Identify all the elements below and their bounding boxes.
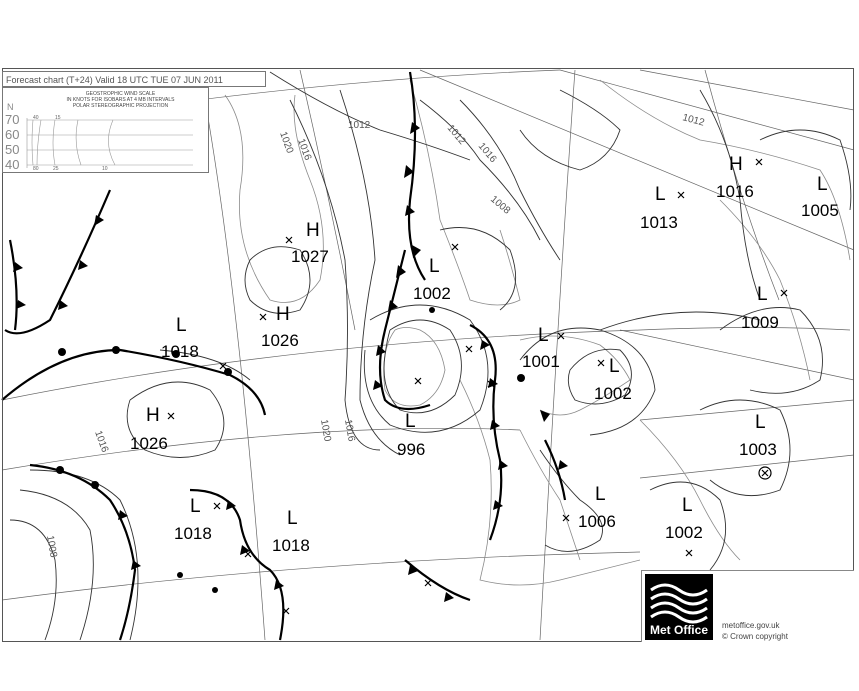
pressure-value: 1018 bbox=[161, 342, 199, 361]
scale-knot-tick: 25 bbox=[53, 166, 59, 172]
credit-copyright: © Crown copyright bbox=[722, 632, 788, 641]
low-pressure-symbol: L bbox=[429, 256, 440, 277]
cold-front bbox=[189, 488, 285, 641]
low-pressure-symbol: L bbox=[682, 495, 693, 516]
pressure-value: 1009 bbox=[741, 313, 779, 332]
isobars bbox=[9, 71, 852, 641]
isobar bbox=[159, 349, 251, 381]
isobar bbox=[9, 519, 57, 641]
pressure-value: 1003 bbox=[739, 440, 777, 459]
pressure-value: 1027 bbox=[291, 247, 329, 266]
isobar bbox=[363, 304, 489, 433]
logo-text: Met Office bbox=[649, 623, 708, 637]
isobar bbox=[19, 489, 94, 641]
pressure-value: 1018 bbox=[174, 524, 212, 543]
fronts bbox=[1, 71, 567, 641]
isobar bbox=[719, 307, 823, 394]
wave-logo-icon bbox=[650, 583, 708, 624]
pressure-value: 1026 bbox=[261, 331, 299, 350]
front-symbols bbox=[13, 122, 568, 602]
scale-north-label: N bbox=[7, 102, 14, 112]
low-pressure-symbol: L bbox=[755, 412, 766, 433]
geostrophic-wind-scale: GEOSTROPHIC WIND SCALE IN KNOTS FOR ISOB… bbox=[2, 87, 209, 173]
isobar bbox=[567, 348, 632, 405]
occluded-front bbox=[378, 249, 431, 411]
isobar-label: 1012 bbox=[348, 120, 371, 131]
pressure-value: 1005 bbox=[801, 201, 839, 220]
met-office-logo: Met Office bbox=[645, 574, 713, 640]
isobar bbox=[519, 89, 621, 171]
isobar bbox=[244, 246, 311, 314]
coastlines bbox=[224, 79, 851, 586]
pressure-value: 1006 bbox=[578, 512, 616, 531]
isobar bbox=[459, 99, 561, 261]
low-pressure-symbol: L bbox=[287, 508, 298, 529]
low-pressure-symbol: L bbox=[757, 284, 768, 305]
map-frame bbox=[2, 68, 854, 642]
isobar bbox=[289, 99, 381, 451]
scale-knot-tick: 80 bbox=[33, 166, 39, 172]
isobar bbox=[699, 89, 761, 301]
pressure-value: 1001 bbox=[522, 352, 560, 371]
scale-knot-tick: 40 bbox=[33, 115, 39, 121]
scale-heading-line: IN KNOTS FOR ISOBARS AT 4 MB INTERVALS bbox=[66, 97, 175, 103]
occluded-front bbox=[29, 463, 137, 641]
scale-knot-tick: 10 bbox=[102, 166, 108, 172]
isobar bbox=[269, 71, 471, 161]
isobar bbox=[699, 399, 791, 497]
pressure-value: 1016 bbox=[716, 182, 754, 201]
scale-knot-tick: 15 bbox=[55, 115, 61, 121]
low-pressure-symbol: L bbox=[190, 496, 201, 517]
pressure-value: 1002 bbox=[594, 384, 632, 403]
isobar bbox=[126, 381, 225, 458]
isobar bbox=[759, 129, 852, 211]
low-pressure-symbol: L bbox=[405, 411, 416, 432]
cold-front bbox=[404, 559, 471, 602]
cold-front bbox=[407, 71, 426, 281]
centre-markers bbox=[167, 158, 788, 615]
isobar bbox=[383, 319, 462, 414]
pressure-value: 1002 bbox=[665, 523, 703, 542]
isobar-label: 1020 bbox=[318, 419, 333, 443]
low-pressure-symbol: L bbox=[538, 325, 549, 346]
low-pressure-symbol: L bbox=[176, 315, 187, 336]
pressure-value: 1026 bbox=[130, 434, 168, 453]
pressure-value: 1018 bbox=[272, 536, 310, 555]
isobar-label: 1008 bbox=[44, 535, 59, 559]
high-pressure-symbol: H bbox=[306, 220, 320, 241]
isobar bbox=[439, 227, 517, 311]
scale-heading-line: GEOSTROPHIC WIND SCALE bbox=[85, 91, 156, 97]
pressure-value: 1002 bbox=[413, 284, 451, 303]
scale-latitude: 60 bbox=[5, 127, 20, 142]
credit-url: metoffice.gov.uk bbox=[722, 621, 780, 630]
pressure-value: 996 bbox=[397, 440, 426, 459]
cold-front bbox=[544, 439, 567, 501]
graticule bbox=[1, 69, 855, 641]
scale-latitude: 50 bbox=[5, 142, 20, 157]
chart-title: Forecast chart (T+24) Valid 18 UTC TUE 0… bbox=[2, 71, 266, 87]
warm-front bbox=[1, 348, 267, 416]
high-pressure-symbol: H bbox=[146, 405, 160, 426]
isobar bbox=[339, 89, 401, 456]
scale-latitude: 40 bbox=[5, 157, 20, 172]
isobar bbox=[599, 311, 761, 331]
cold-front bbox=[8, 239, 18, 331]
scale-latitude: 70 bbox=[5, 112, 20, 127]
isobar bbox=[419, 99, 541, 241]
pressure-value: 1013 bbox=[640, 213, 678, 232]
isobar bbox=[519, 327, 656, 436]
scale-heading: GEOSTROPHIC WIND SCALE IN KNOTS FOR ISOB… bbox=[33, 91, 208, 109]
low-pressure-symbol: L bbox=[817, 174, 828, 195]
low-pressure-symbol: L bbox=[609, 356, 620, 377]
met-office-branding: Met Office metoffice.gov.uk © Crown copy… bbox=[641, 570, 854, 642]
scale-grid bbox=[26, 118, 193, 168]
low-pressure-symbol: L bbox=[595, 484, 606, 505]
isobar bbox=[649, 481, 727, 571]
low-pressure-symbol: L bbox=[655, 184, 666, 205]
high-pressure-symbol: H bbox=[276, 304, 290, 325]
high-pressure-symbol: H bbox=[729, 154, 743, 175]
scale-heading-line: POLAR STEREOGRAPHIC PROJECTION bbox=[72, 103, 169, 109]
isobar-label: 1016 bbox=[342, 419, 357, 443]
